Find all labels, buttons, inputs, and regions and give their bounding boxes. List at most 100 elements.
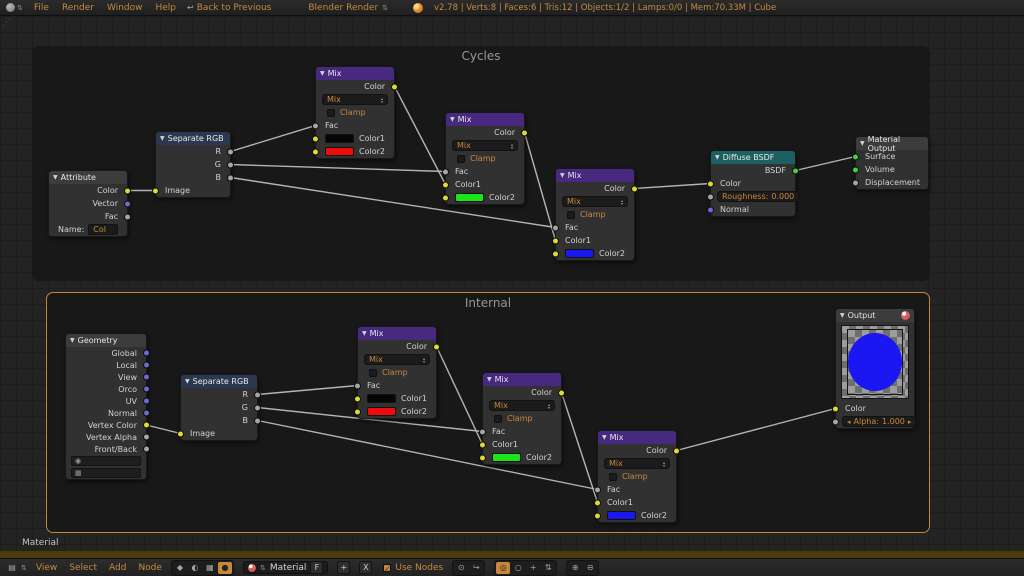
collapse-icon[interactable]: ▼ bbox=[840, 312, 845, 319]
mix-type-select[interactable]: Mix▴▾ bbox=[489, 400, 555, 411]
collapse-icon[interactable]: ▼ bbox=[160, 135, 165, 142]
color1-socket[interactable] bbox=[354, 395, 361, 402]
collapse-icon[interactable]: ▼ bbox=[53, 174, 58, 181]
menu-add[interactable]: Add bbox=[109, 562, 127, 573]
checkbox-icon[interactable] bbox=[369, 368, 377, 377]
node-header[interactable]: ▼Output bbox=[836, 309, 914, 322]
collapse-icon[interactable]: ▼ bbox=[860, 140, 865, 147]
uv-socket[interactable] bbox=[143, 397, 150, 405]
g-socket[interactable] bbox=[254, 404, 261, 411]
checkbox-icon[interactable] bbox=[327, 108, 335, 117]
tree-type-object-icon[interactable]: ◆ bbox=[176, 563, 184, 572]
color-swatch[interactable] bbox=[492, 453, 522, 462]
menu-view[interactable]: View bbox=[35, 562, 58, 573]
fac-socket[interactable] bbox=[124, 213, 131, 220]
collapse-icon[interactable]: ▼ bbox=[320, 70, 325, 77]
uv-map-button[interactable]: ◉ bbox=[71, 456, 141, 466]
paste-icon[interactable]: ⊖ bbox=[586, 563, 594, 572]
r-socket[interactable] bbox=[227, 148, 234, 155]
checkbox-icon[interactable] bbox=[494, 414, 502, 423]
collapse-icon[interactable]: ▼ bbox=[715, 154, 720, 161]
color-socket[interactable] bbox=[433, 343, 440, 350]
global-socket[interactable] bbox=[143, 349, 150, 357]
collapse-icon[interactable]: ▼ bbox=[487, 376, 492, 383]
vector-socket[interactable] bbox=[124, 200, 131, 207]
collapse-icon[interactable]: ▼ bbox=[450, 116, 455, 123]
color2-socket[interactable] bbox=[552, 250, 559, 257]
color1-socket[interactable] bbox=[442, 181, 449, 188]
color1-socket[interactable] bbox=[312, 135, 319, 142]
fac-socket[interactable] bbox=[552, 224, 559, 231]
color-swatch[interactable] bbox=[367, 407, 397, 416]
collapse-icon[interactable]: ▼ bbox=[560, 172, 565, 179]
color-socket[interactable] bbox=[391, 83, 398, 90]
checkbox-icon[interactable] bbox=[609, 472, 617, 481]
mix-type-select[interactable]: Mix▴▾ bbox=[604, 458, 670, 469]
fake-user-button[interactable]: F bbox=[310, 561, 324, 574]
node-header[interactable]: ▼Mix bbox=[358, 327, 436, 340]
alpha--socket[interactable] bbox=[832, 418, 839, 425]
area-resize-grip[interactable]: ⋰ bbox=[2, 18, 11, 28]
normal-socket[interactable] bbox=[143, 409, 150, 417]
fac-socket[interactable] bbox=[442, 168, 449, 175]
front-back-socket[interactable] bbox=[143, 445, 150, 453]
color2-socket[interactable] bbox=[479, 454, 486, 461]
color-socket[interactable] bbox=[673, 447, 680, 454]
new-material-button[interactable]: + bbox=[337, 561, 351, 574]
vertex-color-button[interactable]: ▦ bbox=[71, 468, 141, 478]
mix-type-select[interactable]: Mix▴▾ bbox=[562, 196, 628, 207]
tree-type-material-icon[interactable]: ● bbox=[217, 561, 232, 574]
vertex-alpha-socket[interactable] bbox=[143, 433, 150, 441]
surface-socket[interactable] bbox=[852, 153, 859, 160]
snap-arrows-icon[interactable]: ⇅ bbox=[544, 563, 552, 572]
roughness--socket[interactable] bbox=[707, 193, 714, 200]
roughness--slider[interactable]: Roughness:0.000 bbox=[717, 191, 800, 202]
color-swatch[interactable] bbox=[325, 134, 355, 143]
image-socket[interactable] bbox=[152, 187, 159, 194]
r-socket[interactable] bbox=[254, 391, 261, 398]
node-header[interactable]: ▼Geometry bbox=[66, 334, 146, 347]
tree-type-texture-icon[interactable]: ▦ bbox=[206, 563, 214, 572]
mix-type-select[interactable]: Mix▴▾ bbox=[364, 354, 430, 365]
color2-socket[interactable] bbox=[354, 408, 361, 415]
slider-right-arrow-icon[interactable]: ▸ bbox=[907, 417, 912, 426]
pin-icon[interactable]: ⊙ bbox=[457, 563, 465, 572]
menu-render[interactable]: Render bbox=[61, 2, 94, 13]
fac-socket[interactable] bbox=[354, 382, 361, 389]
fac-socket[interactable] bbox=[594, 486, 601, 493]
color-socket[interactable] bbox=[521, 129, 528, 136]
mix-type-select[interactable]: Mix▴▾ bbox=[322, 94, 388, 105]
render-engine-select[interactable]: Blender Render ⇅ bbox=[308, 3, 388, 13]
orco-socket[interactable] bbox=[143, 385, 150, 393]
parent-node-icon[interactable]: ↪ bbox=[472, 563, 480, 572]
node-header[interactable]: ▼Separate RGB bbox=[181, 375, 257, 388]
view-socket[interactable] bbox=[143, 373, 150, 381]
color-socket[interactable] bbox=[631, 185, 638, 192]
color2-socket[interactable] bbox=[442, 194, 449, 201]
color2-socket[interactable] bbox=[312, 148, 319, 155]
node-header[interactable]: ▼Material Output bbox=[856, 135, 928, 153]
color-swatch[interactable] bbox=[565, 249, 595, 258]
normal-socket[interactable] bbox=[707, 206, 714, 213]
snap-element-icon[interactable]: ○ bbox=[514, 563, 522, 572]
color-socket[interactable] bbox=[707, 180, 714, 187]
alpha--slider[interactable]: ◂Alpha:1.000▸ bbox=[842, 416, 917, 427]
node-header[interactable]: ▼Attribute bbox=[49, 171, 127, 184]
node-header[interactable]: ▼Mix bbox=[598, 431, 676, 444]
mix-type-select[interactable]: Mix▴▾ bbox=[452, 140, 518, 151]
use-nodes-toggle[interactable]: ✓ Use Nodes bbox=[381, 563, 443, 573]
image-socket[interactable] bbox=[177, 430, 184, 437]
fac-socket[interactable] bbox=[479, 428, 486, 435]
node-header[interactable]: ▼Mix bbox=[316, 67, 394, 80]
editor-type-button[interactable]: ▤ ⇅ bbox=[5, 562, 27, 574]
